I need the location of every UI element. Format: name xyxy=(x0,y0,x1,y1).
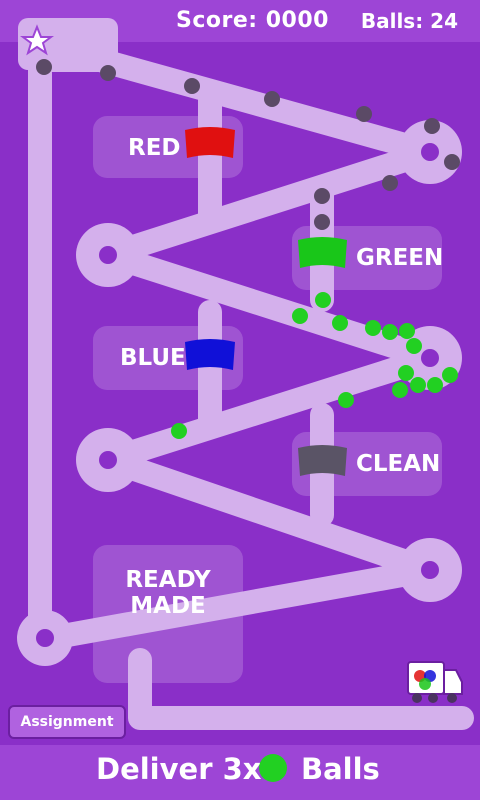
bottom-track xyxy=(28,558,442,652)
turn-hub-4 xyxy=(99,451,117,469)
blue-gate[interactable] xyxy=(185,339,235,370)
assignment-tab[interactable]: Assignment xyxy=(8,705,126,739)
deliver-balls-text: Balls xyxy=(301,752,380,786)
blue-station-label: BLUE xyxy=(120,345,186,371)
track-segment-3 xyxy=(96,243,442,370)
track-segment-4 xyxy=(96,346,442,472)
ready-made-label-line1: READY xyxy=(125,567,211,593)
track-segment-2 xyxy=(96,140,442,267)
delivery-track xyxy=(128,648,474,730)
assignment-bar xyxy=(0,745,480,800)
clean-station-label: CLEAN xyxy=(356,451,441,477)
green-balls xyxy=(171,292,458,439)
turn-hub-5 xyxy=(421,561,439,579)
green-station-label: GREEN xyxy=(356,245,444,271)
score-counter: Score: 0000 xyxy=(176,8,329,33)
red-station-label: RED xyxy=(128,135,181,161)
gray-balls xyxy=(36,59,460,230)
turn-hub-1 xyxy=(421,143,439,161)
track-segment-5 xyxy=(96,448,442,582)
green-gate[interactable] xyxy=(298,237,347,268)
start-box xyxy=(18,18,118,70)
red-gate[interactable] xyxy=(185,127,235,158)
turn-hub-3 xyxy=(421,349,439,367)
delivery-truck-icon[interactable] xyxy=(407,661,463,703)
balls-counter: Balls: 24 xyxy=(360,9,458,33)
clean-gate[interactable] xyxy=(298,445,347,476)
deliver-text: Deliver 3x xyxy=(96,752,262,786)
turn-hub-2 xyxy=(99,246,117,264)
star-icon[interactable] xyxy=(20,24,54,56)
ready-made-label-line2: MADE xyxy=(130,593,206,619)
turn-hub-6 xyxy=(36,629,54,647)
